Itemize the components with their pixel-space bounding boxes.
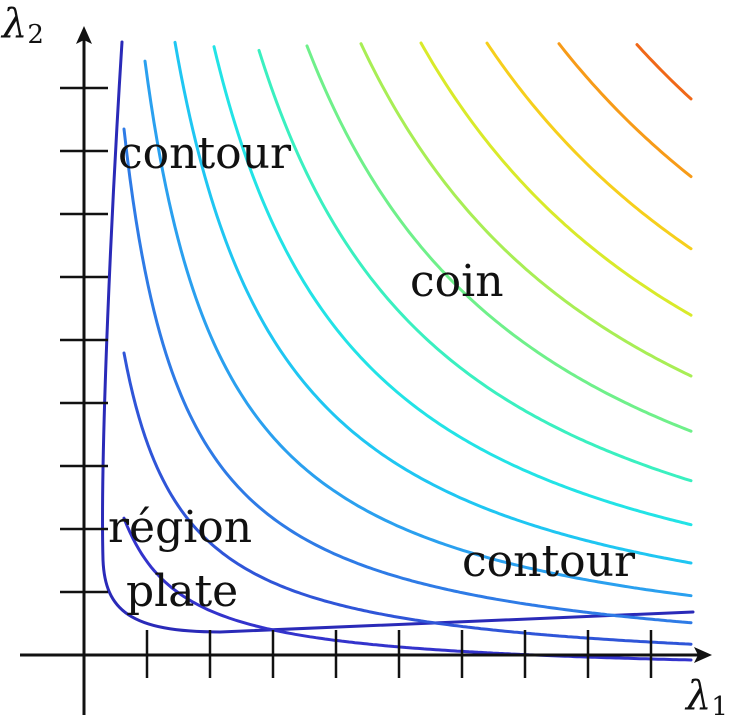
x-axis-subscript: 1 bbox=[711, 692, 728, 722]
contour-line bbox=[257, 48, 693, 483]
axis-ticks bbox=[60, 86, 653, 678]
y-axis-symbol: λ bbox=[2, 1, 28, 47]
contour-line bbox=[173, 40, 693, 565]
contour-line bbox=[485, 41, 693, 251]
flat-label-line2: plate bbox=[126, 566, 239, 617]
contour-line bbox=[635, 43, 693, 101]
contour-line bbox=[143, 59, 693, 598]
edge-label-top: contour bbox=[118, 128, 292, 179]
flat-label-line1: région bbox=[108, 502, 253, 553]
y-axis-arrowhead bbox=[76, 26, 92, 44]
x-axis-label: λ1 bbox=[686, 676, 728, 720]
y-axis-subscript: 2 bbox=[27, 20, 44, 50]
x-axis-symbol: λ bbox=[686, 673, 712, 719]
contour-line bbox=[419, 41, 693, 317]
contour-line bbox=[122, 127, 693, 625]
x-axis-arrowhead bbox=[694, 647, 712, 663]
contour-line bbox=[359, 42, 693, 378]
contour-line bbox=[101, 40, 695, 634]
contour-line bbox=[557, 42, 693, 179]
contour-lines bbox=[101, 40, 695, 662]
contour-line bbox=[305, 44, 693, 433]
contour-line bbox=[122, 516, 693, 662]
contour-line bbox=[122, 351, 693, 646]
contour-line bbox=[212, 45, 693, 527]
y-axis-label: λ2 bbox=[2, 4, 44, 48]
corner-label: coin bbox=[410, 256, 504, 307]
edge-label-right: contour bbox=[462, 536, 636, 587]
